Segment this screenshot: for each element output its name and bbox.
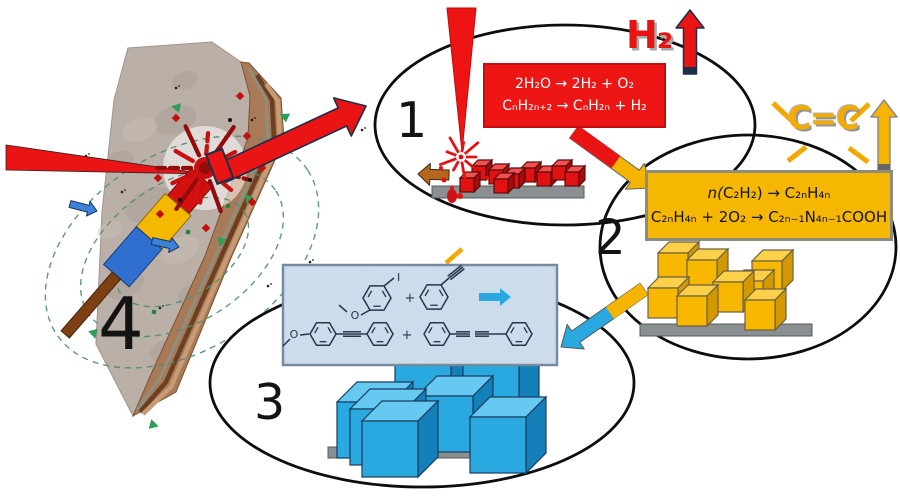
equation-oxidation: C₂ₙH₄ₙ + 2O₂ → C₂ₙ₋₁N₄ₙ₋₁COOH bbox=[650, 207, 888, 226]
plus-sign-2: + bbox=[402, 328, 413, 343]
substrate-bar-2 bbox=[639, 323, 813, 337]
equation-dehydrogenation: CₙH₂ₙ₊₂ → CₙH₂ₙ + H₂ bbox=[502, 97, 647, 114]
yellow-cube bbox=[743, 287, 788, 332]
stage3-content: I O + O + bbox=[281, 263, 559, 479]
methoxy-o-label-1: O bbox=[351, 309, 360, 322]
arrow-stage2-to-stage3 bbox=[560, 282, 649, 350]
arrow-to-stage1 bbox=[204, 97, 367, 186]
iodine-label: I bbox=[397, 271, 400, 284]
methoxy-o-label-2: O bbox=[290, 328, 299, 341]
gas-flow-arrows bbox=[68, 200, 180, 253]
step-1-label: 1 bbox=[396, 92, 428, 149]
yellow-cube bbox=[675, 283, 720, 328]
laser-cone bbox=[446, 7, 477, 153]
step-3-label: 3 bbox=[254, 374, 286, 431]
blue-crystals bbox=[335, 341, 548, 479]
red-cube bbox=[563, 164, 587, 188]
reaction-scheme-box: I O + O + bbox=[281, 263, 559, 367]
stage1-equations-box: 2H₂O → 2H₂ + O₂ CₙH₂ₙ₊₂ → CₙH₂ₙ + H₂ bbox=[483, 63, 666, 128]
stage2-ellipse bbox=[598, 133, 898, 361]
cc-excitation-dashes bbox=[771, 101, 871, 165]
stage2-content bbox=[639, 240, 813, 337]
step-4-label: 4 bbox=[98, 282, 144, 366]
h2-product-label: H₂ bbox=[626, 13, 673, 57]
stray-yellow-dash bbox=[444, 247, 464, 265]
red-nanocubes bbox=[458, 158, 587, 195]
equation-polymerization: n(C₂H₂) → C₂ₙH₄ₙ bbox=[707, 184, 831, 203]
stage1-ellipse bbox=[373, 23, 757, 227]
reaction-arrow bbox=[479, 288, 511, 306]
equation-water-splitting: 2H₂O → 2H₂ + O₂ bbox=[514, 75, 634, 92]
stage1-content bbox=[417, 7, 587, 203]
step-2-label: 2 bbox=[595, 210, 626, 266]
product-release-arrows bbox=[675, 9, 898, 171]
device-handle bbox=[60, 271, 122, 339]
red-cube bbox=[492, 171, 516, 195]
blue-cube bbox=[468, 395, 548, 475]
acetylene-product-label: C=C bbox=[788, 99, 860, 137]
stage2-equations-box: n(C₂H₂) → C₂ₙH₄ₙ C₂ₙH₄ₙ + 2O₂ → C₂ₙ₋₁N₄ₙ… bbox=[645, 170, 893, 241]
laser-spark bbox=[438, 136, 500, 203]
plus-sign-1: + bbox=[405, 291, 416, 306]
yellow-microcubes bbox=[646, 240, 795, 332]
molecule-drawings bbox=[282, 264, 533, 347]
blue-cube bbox=[360, 399, 440, 479]
